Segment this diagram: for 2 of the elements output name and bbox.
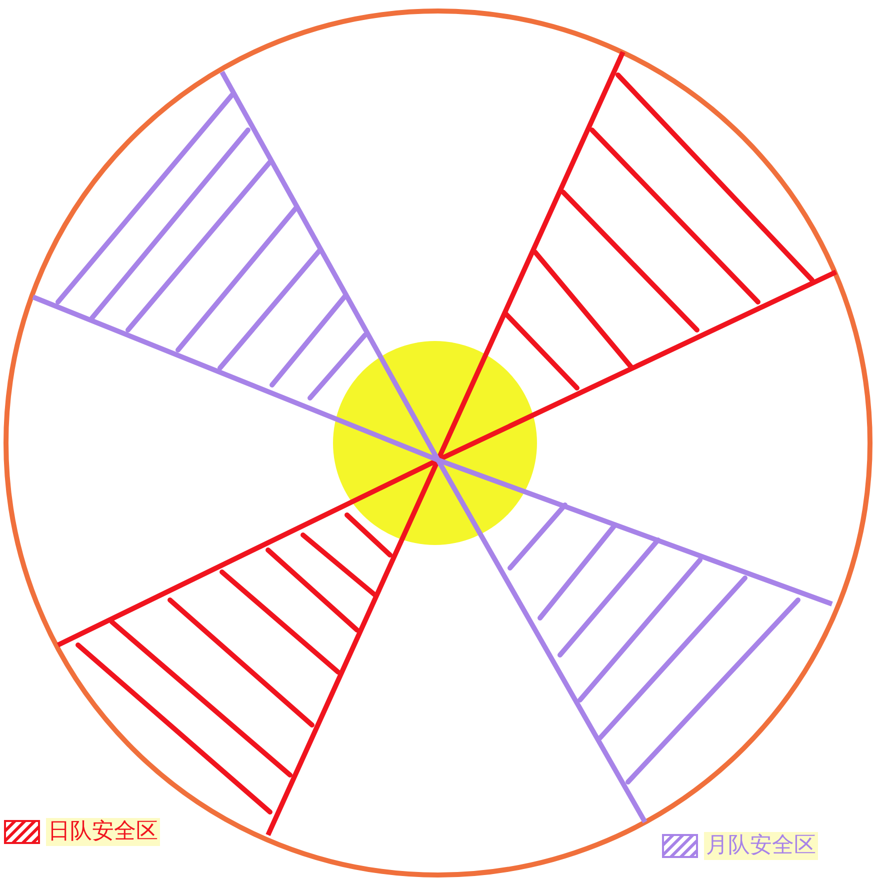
legend-label: 日队安全区 xyxy=(46,818,160,846)
legend-label: 月队安全区 xyxy=(704,832,818,860)
